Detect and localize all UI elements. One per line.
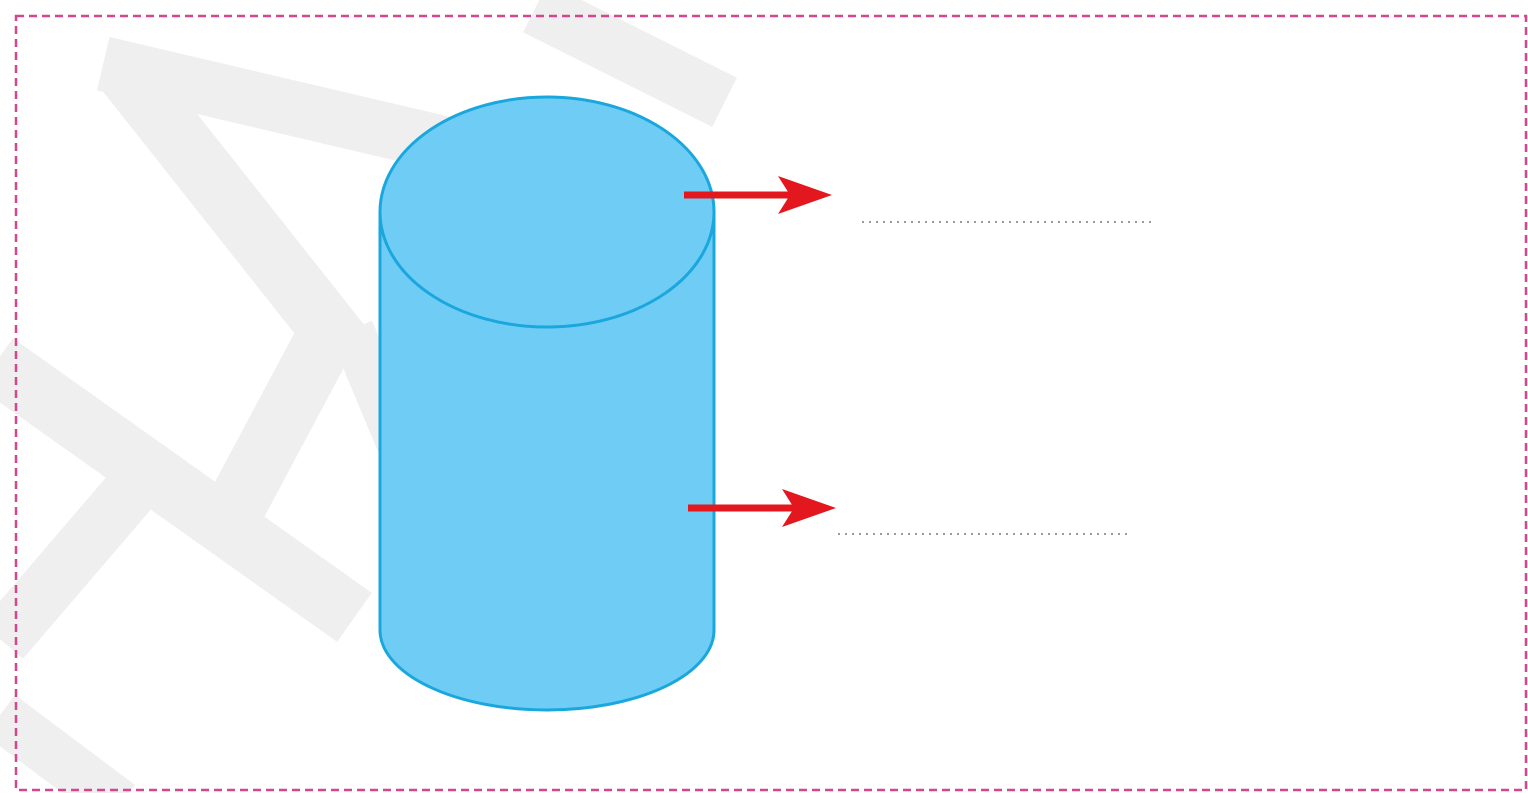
watermark-stroke-5 [0, 441, 179, 659]
watermark-stroke-3 [523, 0, 737, 127]
arrow-head [782, 489, 836, 527]
cylinder-top-face [378, 95, 716, 329]
arrow-to-top-face [684, 176, 832, 214]
arrow-head [778, 176, 832, 214]
watermark-stroke-4 [0, 338, 372, 642]
watermark-stroke-1 [97, 47, 366, 521]
arrow-to-lateral-surface [688, 489, 836, 527]
cylinder-lateral-surface [378, 210, 716, 712]
watermark-stroke-7 [0, 695, 135, 793]
dashed-frame [14, 14, 1528, 792]
